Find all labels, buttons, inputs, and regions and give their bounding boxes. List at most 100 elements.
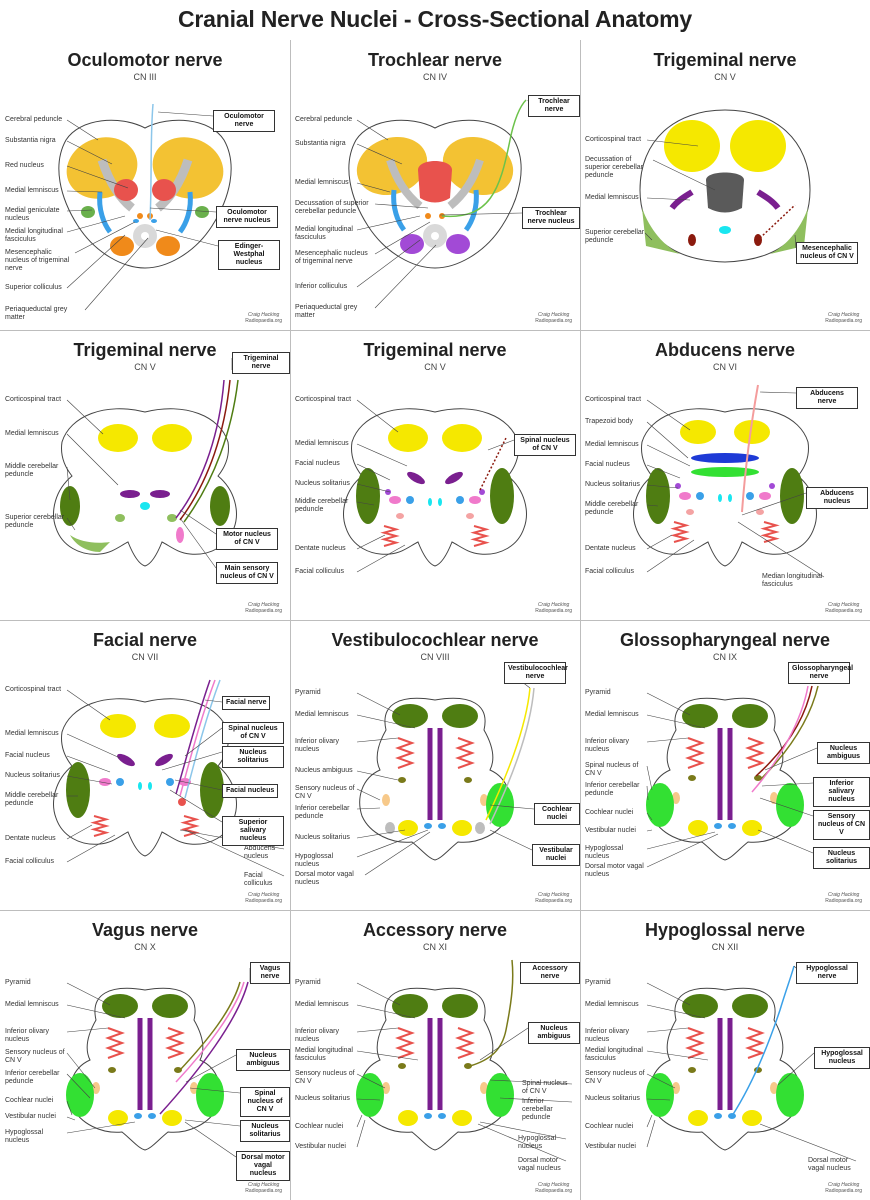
structure-label: Cochlear nuclei bbox=[5, 1097, 54, 1104]
leader-line bbox=[793, 965, 797, 969]
dentate-nucleus bbox=[380, 525, 400, 547]
cross-section bbox=[348, 99, 527, 269]
nucleus-marker bbox=[116, 778, 124, 786]
leader-line bbox=[356, 1114, 363, 1128]
nucleus-solitarius bbox=[759, 492, 771, 500]
panel-title: Accessory nerve bbox=[362, 920, 508, 940]
credit-author: Craig Hacking bbox=[247, 892, 280, 898]
leader-line bbox=[184, 1121, 237, 1158]
nucleus-callout: Trochlear nerve bbox=[528, 95, 580, 117]
nucleus-solitarius bbox=[99, 778, 111, 786]
structure-label: Medial lemniscus bbox=[585, 194, 639, 201]
leader-line bbox=[66, 775, 113, 785]
inferior-olivary-nucleus bbox=[685, 1027, 705, 1059]
grid-divider bbox=[0, 620, 870, 621]
structure-label: Nucleus solitarius bbox=[295, 1095, 350, 1102]
inferior-olivary-nucleus bbox=[395, 737, 415, 769]
leader-line bbox=[157, 111, 214, 117]
leader-line bbox=[204, 699, 223, 703]
structure-label: Hypoglossal nucleus bbox=[518, 1135, 557, 1150]
corticospinal-tract bbox=[388, 424, 428, 452]
leader-line bbox=[477, 1123, 567, 1162]
leader-line bbox=[184, 829, 285, 877]
cross-section bbox=[343, 408, 527, 567]
inferior-olivary-nucleus bbox=[745, 737, 765, 769]
nucleus-callout: Dorsal motor vagal nucleus bbox=[236, 1151, 290, 1181]
credit-author: Craig Hacking bbox=[537, 312, 570, 318]
structure-label: Middle cerebellar peduncle bbox=[295, 498, 349, 513]
cross-section bbox=[359, 687, 535, 861]
structure-label: Vestibular nuclei bbox=[585, 1143, 636, 1150]
vestibular-nuclei bbox=[398, 1110, 418, 1126]
pyramid bbox=[732, 994, 768, 1018]
structure-label: Dentate nucleus bbox=[585, 545, 636, 552]
leader-line bbox=[646, 765, 653, 791]
nucleus-marker bbox=[406, 496, 414, 504]
structure-label: Inferior olivary nucleus bbox=[5, 1028, 49, 1043]
abducens-nucleus bbox=[756, 509, 764, 515]
structure-label: Inferior cerebellar peduncle bbox=[585, 782, 640, 797]
structure-label: Red nucleus bbox=[5, 162, 44, 169]
sensory-nucleus-cn-v bbox=[382, 794, 390, 806]
nucleus-callout: Trigeminal nerve bbox=[232, 352, 290, 374]
credit-site: Radiopaedia.org bbox=[245, 1188, 282, 1194]
structure-label: Facial colliculus bbox=[585, 568, 635, 575]
leader-line bbox=[479, 1027, 529, 1061]
structure-label: Corticospinal tract bbox=[585, 396, 642, 403]
structure-label: Corticospinal tract bbox=[295, 396, 352, 403]
leader-line bbox=[761, 782, 814, 787]
superior-cerebellar-peduncle bbox=[70, 535, 110, 552]
mlf bbox=[728, 494, 732, 502]
structure-label: Dentate nucleus bbox=[295, 545, 346, 552]
leader-line bbox=[66, 517, 76, 531]
leader-line bbox=[356, 1004, 416, 1019]
decussation-scp bbox=[706, 172, 744, 213]
leader-line bbox=[174, 779, 223, 791]
structure-label: Inferior olivary nucleus bbox=[585, 1028, 629, 1043]
medial-lemniscus bbox=[150, 490, 170, 498]
nucleus-callout: Main sensory nucleus of CN V bbox=[216, 562, 278, 584]
nucleus-callout: Oculomotor nerve bbox=[213, 110, 275, 132]
structure-label: Medial lemniscus bbox=[5, 187, 59, 194]
leader-line bbox=[489, 1079, 573, 1085]
leader-line bbox=[66, 689, 111, 721]
corticospinal-tract bbox=[730, 120, 786, 172]
leader-line bbox=[356, 692, 401, 716]
nucleus-ambiguus bbox=[398, 1063, 406, 1069]
credit-site: Radiopaedia.org bbox=[245, 608, 282, 614]
structure-label: Corticospinal tract bbox=[5, 396, 62, 403]
panel-subtitle: CN IV bbox=[422, 72, 447, 82]
inferior-olivary-nucleus bbox=[745, 1027, 765, 1059]
mesencephalic-tract bbox=[759, 204, 796, 239]
credit-site: Radiopaedia.org bbox=[825, 608, 862, 614]
facial-nerve-path bbox=[184, 679, 221, 799]
cross-section bbox=[646, 685, 819, 861]
leader-line bbox=[66, 1116, 76, 1121]
nucleus-callout: Nucleus solitarius bbox=[240, 1120, 290, 1142]
oculomotor-nucleus bbox=[151, 219, 157, 223]
structure-label: Medial lemniscus bbox=[295, 179, 349, 186]
structure-label: Inferior olivary nucleus bbox=[295, 738, 339, 753]
medial-lemniscus bbox=[120, 490, 140, 498]
panel-title: Trigeminal nerve bbox=[73, 340, 217, 360]
leader-line bbox=[356, 829, 429, 858]
medial-lemniscus bbox=[463, 189, 479, 232]
panel-title: Vagus nerve bbox=[91, 920, 199, 940]
structure-label: Sensory nucleus of CN V bbox=[5, 1049, 65, 1064]
credit-author: Craig Hacking bbox=[247, 602, 280, 608]
panel-subtitle: CN III bbox=[133, 72, 157, 82]
structure-label: Middle cerebellar peduncle bbox=[5, 463, 59, 478]
nucleus-marker bbox=[396, 513, 404, 519]
leader-line bbox=[646, 1119, 656, 1148]
leader-line bbox=[487, 439, 515, 451]
substantia-nigra bbox=[447, 158, 484, 210]
structure-label: Sensory nucleus of CN V bbox=[295, 1070, 355, 1085]
middle-cerebellar-peduncle bbox=[60, 486, 80, 526]
structure-label: Medial lemniscus bbox=[295, 711, 349, 718]
corticospinal-tract bbox=[442, 424, 482, 452]
